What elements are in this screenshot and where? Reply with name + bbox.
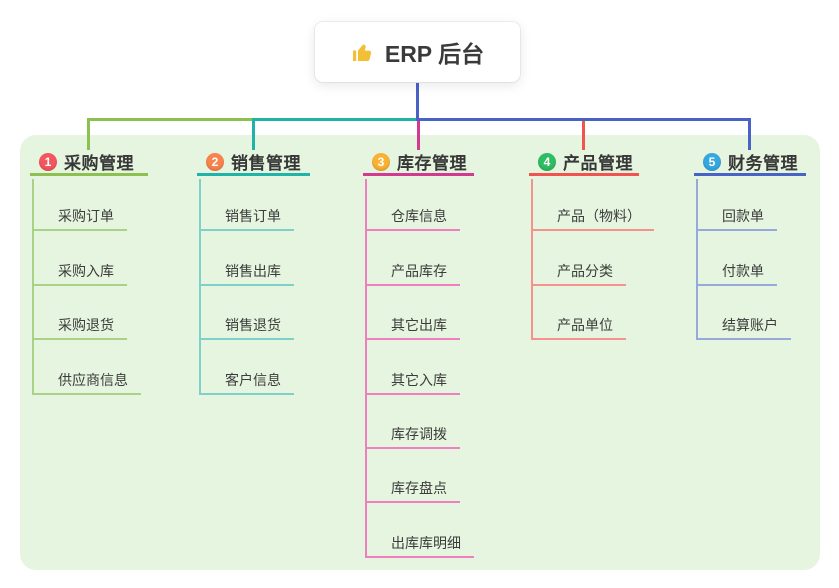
branch-sales: 2 销售管理 销售订单 销售出库 销售退货 客户信息 (197, 121, 310, 395)
connector-drop-branch-5 (748, 121, 751, 150)
branch-purchase: 1 采购管理 采购订单 采购入库 采购退货 供应商信息 (30, 121, 148, 395)
branch-children-connector (365, 179, 367, 558)
branch-number-badge: 2 (206, 152, 224, 171)
root-node-erp[interactable]: ERP 后台 (315, 22, 520, 82)
child-node[interactable]: 采购入库 (32, 258, 127, 286)
child-node[interactable]: 回款单 (696, 203, 777, 231)
child-node[interactable]: 销售出库 (199, 258, 294, 286)
branch-title: 销售管理 (231, 154, 301, 173)
child-node[interactable]: 销售退货 (199, 312, 294, 340)
connector-horizontal-branch-1 (87, 118, 253, 121)
branch-number-badge: 5 (703, 152, 721, 171)
branch-number-badge: 4 (538, 152, 556, 171)
branch-header-1[interactable]: 1 采购管理 (30, 150, 148, 176)
connector-drop-branch-3 (417, 121, 420, 150)
branch-finance: 5 财务管理 回款单 付款单 结算账户 (694, 121, 806, 340)
connector-drop-branch-1 (87, 121, 90, 150)
child-node[interactable]: 仓库信息 (365, 203, 460, 231)
child-node[interactable]: 产品（物料） (531, 203, 654, 231)
child-node[interactable]: 结算账户 (696, 312, 791, 340)
connector-drop-branch-4 (582, 121, 585, 150)
child-node[interactable]: 产品库存 (365, 258, 460, 286)
child-node[interactable]: 采购订单 (32, 203, 127, 231)
branches-panel (20, 135, 820, 570)
connector-root-trunk (416, 82, 419, 121)
root-title: ERP 后台 (384, 41, 485, 67)
branch-header-5[interactable]: 5 财务管理 (694, 150, 806, 176)
child-node[interactable]: 采购退货 (32, 312, 127, 340)
branch-product: 4 产品管理 产品（物料） 产品分类 产品单位 (529, 121, 654, 340)
child-node[interactable]: 产品单位 (531, 312, 626, 340)
branch-header-4[interactable]: 4 产品管理 (529, 150, 639, 176)
branch-header-2[interactable]: 2 销售管理 (197, 150, 310, 176)
branch-children-connector (32, 179, 34, 395)
child-node[interactable]: 销售订单 (199, 203, 294, 231)
branch-title: 产品管理 (563, 154, 633, 173)
child-node[interactable]: 供应商信息 (32, 367, 141, 395)
branch-header-3[interactable]: 3 库存管理 (363, 150, 474, 176)
branch-number-badge: 3 (372, 152, 390, 171)
thumbs-up-icon (352, 44, 372, 61)
child-node[interactable]: 出库库明细 (365, 530, 474, 558)
branch-title: 库存管理 (397, 154, 467, 173)
child-node[interactable]: 库存调拨 (365, 421, 460, 449)
branch-children-connector (199, 179, 201, 395)
child-node[interactable]: 付款单 (696, 258, 777, 286)
child-node[interactable]: 产品分类 (531, 258, 626, 286)
branch-children-connector (696, 179, 698, 340)
child-node[interactable]: 库存盘点 (365, 475, 460, 503)
child-node[interactable]: 客户信息 (199, 367, 294, 395)
branch-title: 财务管理 (728, 154, 798, 173)
connector-horizontal-branch-5 (416, 118, 751, 121)
child-node[interactable]: 其它入库 (365, 367, 460, 395)
connector-drop-branch-2 (252, 121, 255, 150)
branch-inventory: 3 库存管理 仓库信息 产品库存 其它出库 其它入库 库存调拨 库存盘点 出库库… (363, 121, 474, 558)
connector-horizontal-branch-2 (252, 118, 417, 121)
child-node[interactable]: 其它出库 (365, 312, 460, 340)
branch-children-connector (531, 179, 533, 340)
branch-number-badge: 1 (39, 152, 57, 171)
branch-title: 采购管理 (64, 154, 134, 173)
